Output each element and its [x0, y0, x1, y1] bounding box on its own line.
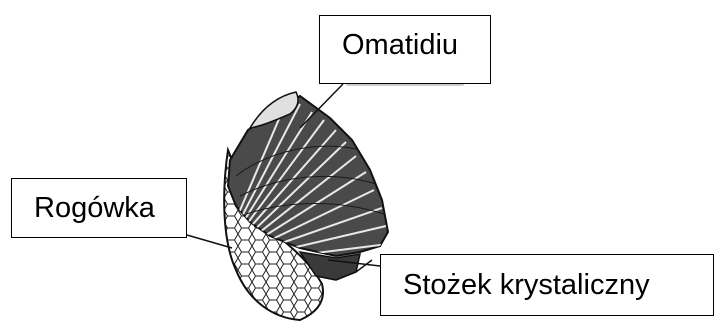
cornea-label-text: Rogówka	[34, 194, 155, 223]
omatidium-label: Omatidiu	[319, 15, 491, 84]
crystalline-cone-label: Stożek krystaliczny	[380, 254, 714, 316]
omatidium-label-text: Omatidiu	[342, 31, 458, 60]
crystalline-cone-label-text: Stożek krystaliczny	[403, 271, 650, 300]
cornea-label: Rogówka	[11, 178, 187, 238]
